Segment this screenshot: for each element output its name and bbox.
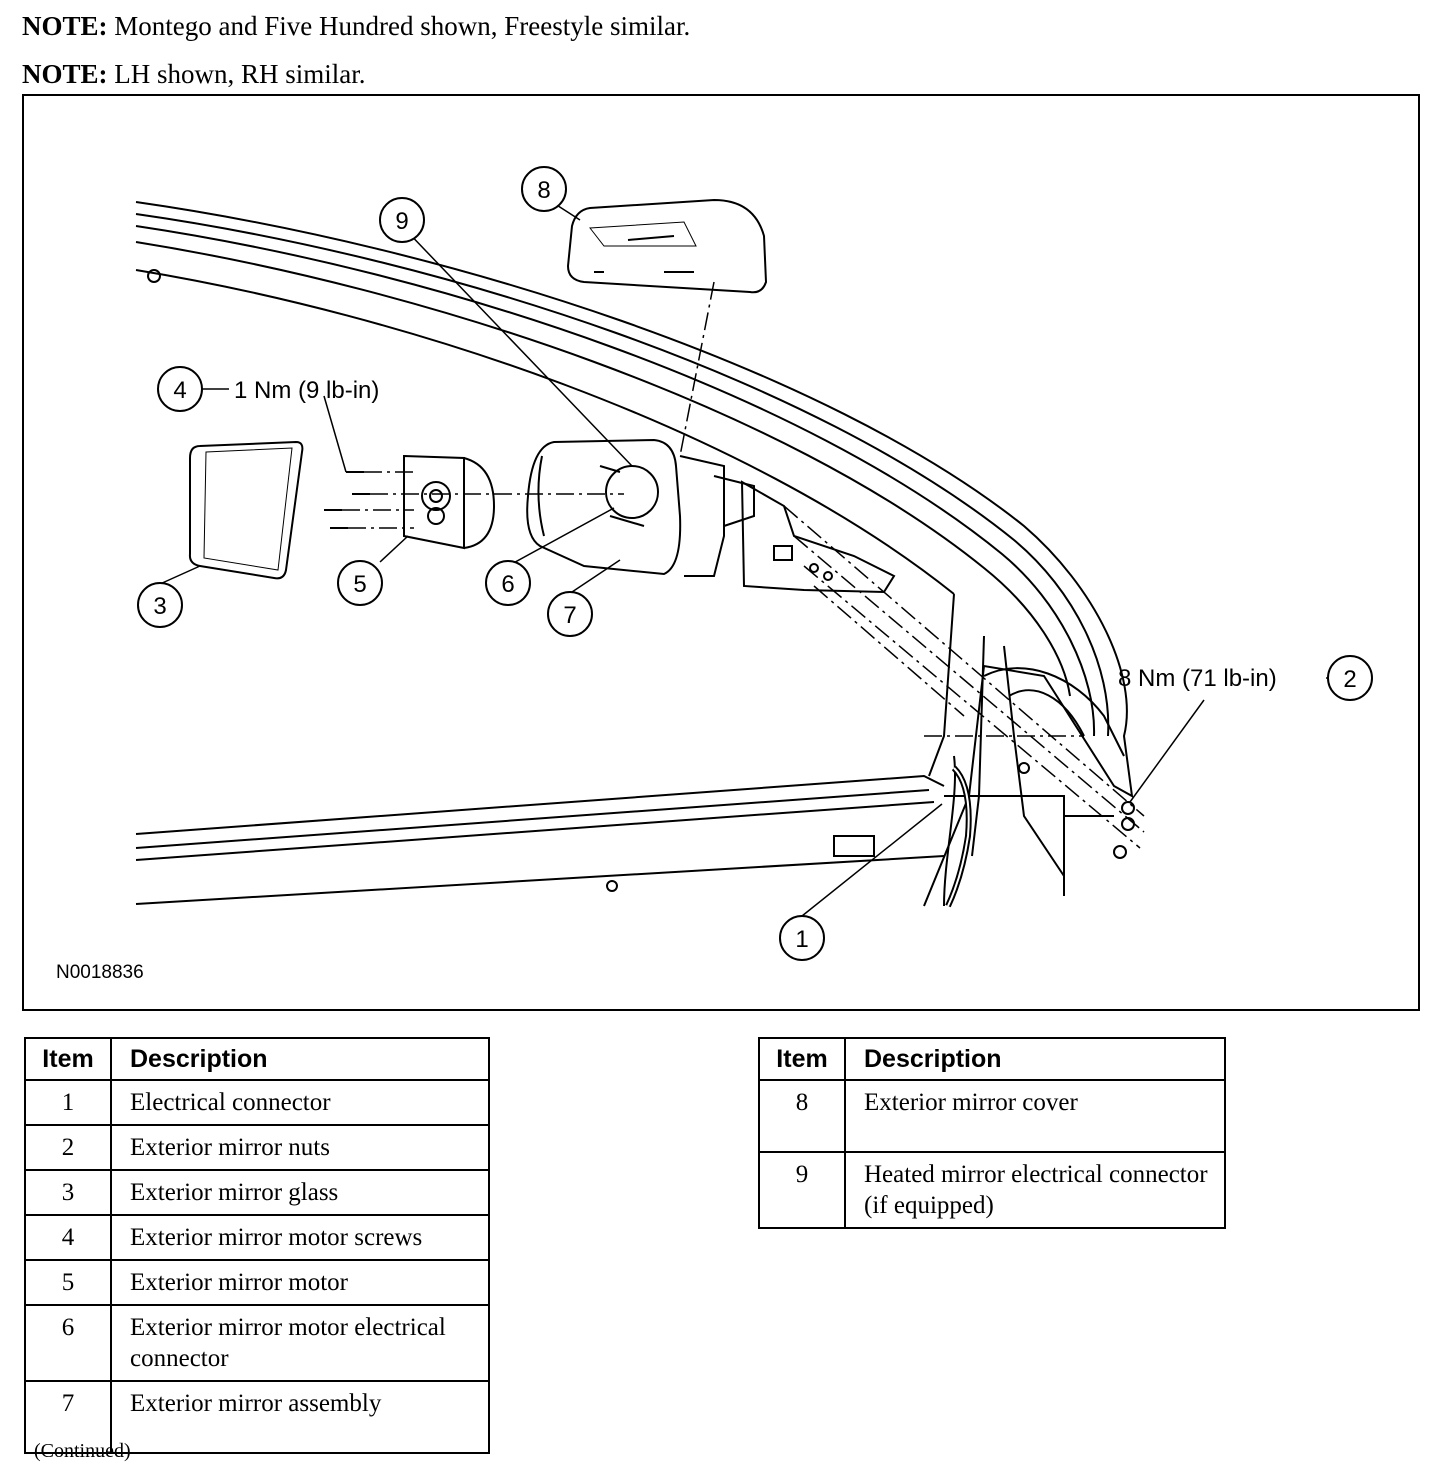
header-description: Description bbox=[844, 1037, 1226, 1081]
callout-7: 7 bbox=[563, 602, 576, 629]
callout-2: 2 bbox=[1343, 666, 1356, 693]
item-number: 8 bbox=[758, 1079, 846, 1153]
callout-circle-6 bbox=[485, 560, 531, 606]
mirror-nuts-drawing bbox=[1113, 801, 1135, 859]
mirror-base-drawing bbox=[740, 480, 896, 594]
item-number: 5 bbox=[24, 1259, 112, 1306]
item-description: Exterior mirror cover bbox=[844, 1079, 1226, 1153]
callout-circle-2 bbox=[1327, 655, 1373, 701]
torque-label-2: 8 Nm (71 lb-in) bbox=[1118, 665, 1277, 692]
callout-circle-1 bbox=[779, 915, 825, 961]
mirror-assembly-drawing bbox=[526, 438, 755, 577]
header-item: Item bbox=[758, 1037, 846, 1081]
mirror-glass-drawing bbox=[188, 440, 304, 580]
door-frame-drawing bbox=[135, 201, 1134, 907]
callout-3: 3 bbox=[153, 593, 166, 620]
torque-label-4: 1 Nm (9 lb-in) bbox=[234, 377, 379, 404]
mirror-motor-drawing bbox=[403, 454, 496, 550]
callout-circle-8 bbox=[521, 166, 567, 212]
item-number: 2 bbox=[24, 1124, 112, 1171]
callout-1: 1 bbox=[795, 926, 808, 953]
item-description: Electrical connector bbox=[110, 1079, 490, 1126]
note-2: NOTE: LH shown, RH similar. bbox=[22, 58, 366, 90]
note-1: NOTE: Montego and Five Hundred shown, Fr… bbox=[22, 10, 690, 42]
callout-circles bbox=[137, 166, 1373, 961]
item-description: Exterior mirror motor electrical connect… bbox=[110, 1304, 490, 1382]
note-1-text: Montego and Five Hundred shown, Freestyl… bbox=[107, 11, 691, 41]
header-item: Item bbox=[24, 1037, 112, 1081]
item-description: Exterior mirror motor screws bbox=[110, 1214, 490, 1261]
item-description: Exterior mirror motor bbox=[110, 1259, 490, 1306]
note-2-text: LH shown, RH similar. bbox=[107, 59, 366, 89]
table-header-row: Item Description bbox=[758, 1037, 1226, 1081]
callout-4: 4 bbox=[173, 377, 186, 404]
header-description: Description bbox=[110, 1037, 490, 1081]
figure-id-code: N0018836 bbox=[56, 962, 144, 983]
item-number: 4 bbox=[24, 1214, 112, 1261]
callout-circle-7 bbox=[547, 591, 593, 637]
assembly-guide-lines bbox=[342, 281, 1145, 849]
callout-9: 9 bbox=[395, 208, 408, 235]
callout-circle-3 bbox=[137, 582, 183, 628]
callout-8: 8 bbox=[537, 177, 550, 204]
mirror-cover-drawing bbox=[566, 198, 768, 294]
callout-circle-9 bbox=[379, 197, 425, 243]
mirror-illustration: 1 2 3 4 5 6 7 8 9 1 Nm (9 lb-in) 8 Nm (7… bbox=[22, 94, 1420, 1011]
table-header-row: Item Description bbox=[24, 1037, 490, 1081]
item-description: Exterior mirror glass bbox=[110, 1169, 490, 1216]
continued-note: (Continued) bbox=[34, 1440, 131, 1462]
item-number: 9 bbox=[758, 1151, 846, 1229]
item-number: 6 bbox=[24, 1304, 112, 1382]
item-description: Heated mirror electrical connector (if e… bbox=[844, 1151, 1226, 1229]
item-number: 1 bbox=[24, 1079, 112, 1126]
note-2-label: NOTE: bbox=[22, 59, 108, 89]
item-number: 7 bbox=[24, 1380, 112, 1454]
callout-6: 6 bbox=[501, 571, 514, 598]
motor-screws-drawing bbox=[324, 471, 370, 529]
callout-circle-4 bbox=[157, 366, 203, 412]
callout-5: 5 bbox=[353, 571, 366, 598]
item-description: Exterior mirror nuts bbox=[110, 1124, 490, 1171]
note-1-label: NOTE: bbox=[22, 11, 108, 41]
callout-circle-5 bbox=[337, 560, 383, 606]
item-number: 3 bbox=[24, 1169, 112, 1216]
item-description: Exterior mirror assembly bbox=[110, 1380, 490, 1454]
